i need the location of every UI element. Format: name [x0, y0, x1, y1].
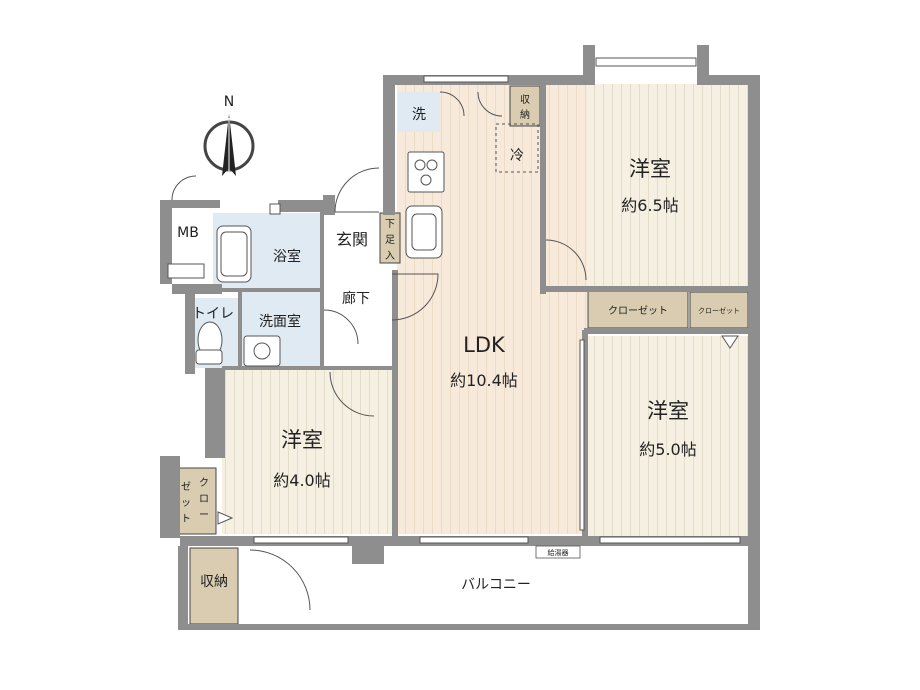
- label-laundry: 洗: [412, 107, 426, 123]
- label-closet-mid: クローゼット: [608, 305, 668, 317]
- label-closet-left-col2-2: ッ: [181, 498, 191, 509]
- label-closet-left-col2-1: ゼ: [181, 481, 191, 493]
- label-toilet: トイレ: [192, 306, 234, 322]
- stove-icon: [407, 151, 445, 193]
- windows: [253, 57, 741, 544]
- label-balcony: バルコニー: [461, 577, 531, 593]
- label-storage-top-1: 収: [520, 94, 530, 106]
- label-shoe-storage-2: 足: [385, 234, 395, 246]
- label-hallway: 廊下: [342, 290, 370, 307]
- room-labels: 洋室 約6.5帖 LDK 約10.4帖 洋室 約5.0帖 洋室 約4.0帖 洗 …: [177, 94, 740, 593]
- label-closet-left-col1-2: ロ: [199, 494, 209, 505]
- storage-balcony: [189, 547, 239, 625]
- label-closet-left-col1-3: ー: [199, 510, 209, 521]
- room-name-western-sw: 洋室: [281, 428, 323, 452]
- label-closet-left-col1-1: ク: [199, 477, 209, 489]
- label-shoe-storage-1: 下: [385, 219, 395, 230]
- label-storage-balcony: 収納: [200, 574, 228, 590]
- room-name-western-se: 洋室: [647, 399, 689, 423]
- closet-mid: [587, 289, 689, 329]
- fridge-space: [495, 123, 539, 173]
- label-water-heater: 給湯器: [548, 548, 569, 557]
- label-bathroom: 浴室: [273, 248, 301, 265]
- compass-icon: N: [203, 94, 255, 180]
- room-size-western-ne: 約6.5帖: [621, 196, 678, 215]
- room-name-ldk: LDK: [463, 333, 506, 357]
- label-meter-box: MB: [177, 225, 199, 241]
- label-closet-left-col2-3: ト: [181, 514, 191, 525]
- label-shoe-storage-3: 入: [385, 251, 395, 262]
- compass-north-label: N: [224, 94, 234, 110]
- room-size-western-se: 約5.0帖: [639, 440, 696, 459]
- room-size-western-sw: 約4.0帖: [273, 471, 330, 490]
- label-closet-small: クローゼット: [698, 306, 740, 315]
- floor-western-se: [587, 336, 750, 536]
- floor-western-sw: [222, 370, 394, 534]
- label-storage-top-2: 納: [520, 108, 530, 121]
- floor-laundry: [398, 92, 440, 132]
- fixtures: [167, 123, 539, 367]
- doors: [171, 91, 739, 611]
- floor-entrance: [322, 210, 378, 270]
- label-entrance: 玄関: [336, 230, 368, 249]
- label-washroom: 洗面室: [259, 313, 301, 330]
- room-name-western-ne: 洋室: [629, 157, 671, 181]
- label-fridge: 冷: [510, 148, 524, 164]
- room-size-ldk: 約10.4帖: [450, 371, 518, 390]
